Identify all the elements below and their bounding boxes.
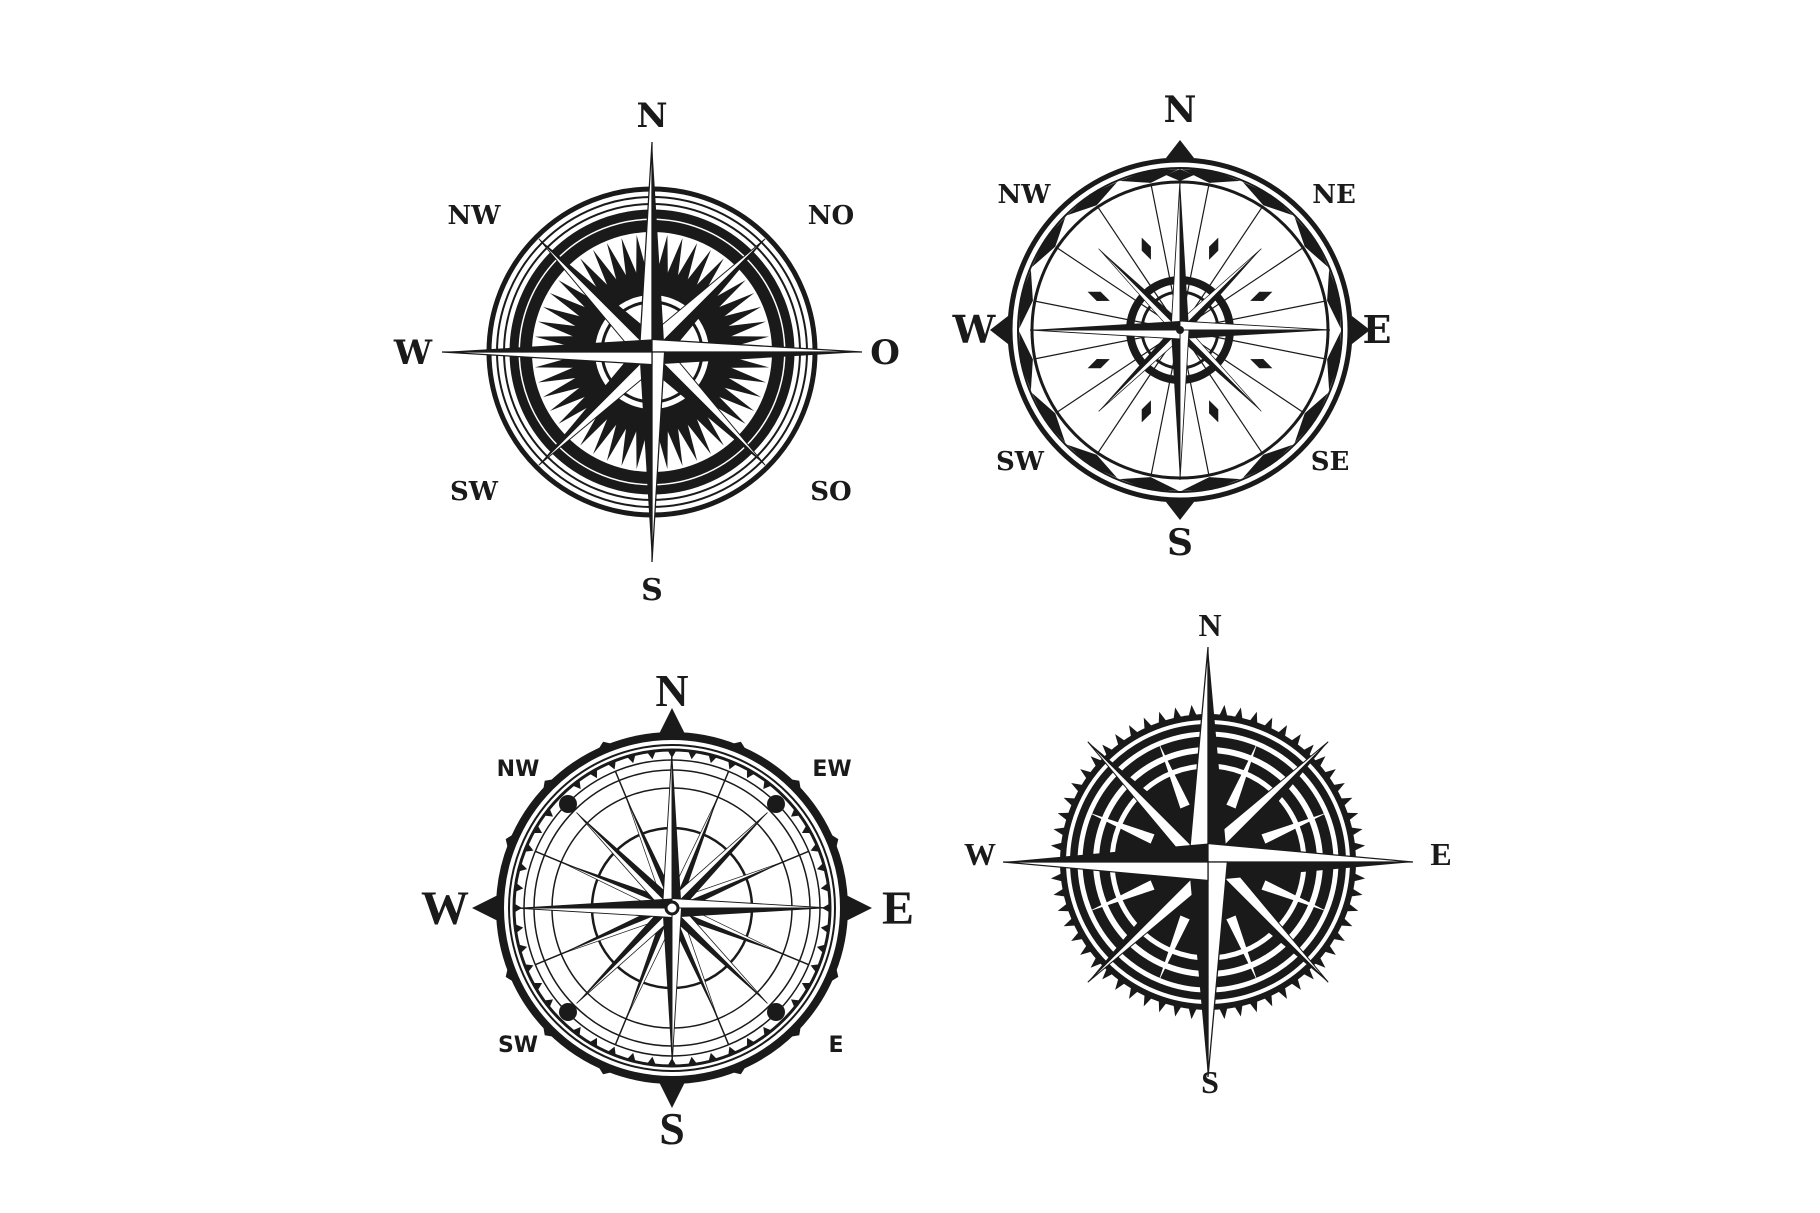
label-northwest: NW — [998, 180, 1052, 210]
compass-2-labels: N NW NE W E SW SE S — [952, 89, 1392, 564]
compass-star-icon — [1029, 179, 1331, 481]
label-north: N — [1164, 89, 1197, 131]
label-south: S — [659, 1103, 685, 1154]
label-southeast: SE — [1311, 447, 1350, 477]
label-northwest: NW — [497, 757, 540, 782]
compass-star-icon — [1002, 646, 1414, 1078]
label-northeast: NO — [808, 201, 854, 231]
label-west: W — [964, 836, 996, 872]
label-west: W — [393, 333, 433, 373]
label-southwest: SW — [996, 447, 1045, 477]
compass-star-icon — [441, 141, 863, 563]
label-southwest: SW — [450, 477, 499, 507]
label-west: W — [952, 307, 997, 352]
label-east: E — [1363, 307, 1392, 352]
compass-3-labels: N NW EW W E SW E S — [421, 665, 914, 1154]
label-southwest: SW — [498, 1033, 538, 1058]
label-southeast: SO — [810, 477, 851, 507]
label-southeast: E — [828, 1033, 843, 1058]
label-northeast: EW — [812, 757, 851, 782]
label-east: E — [882, 882, 914, 935]
label-east: E — [1430, 836, 1451, 872]
compass-rose-2 — [990, 140, 1370, 520]
label-south: S — [641, 573, 663, 608]
compass-rose-1 — [441, 141, 863, 563]
compass-star-icon — [513, 749, 831, 1067]
compass-4-labels: N W E S — [964, 607, 1452, 1100]
label-northeast: NE — [1312, 180, 1356, 210]
label-north: N — [636, 96, 667, 136]
label-west: W — [421, 882, 469, 935]
label-north: N — [655, 665, 688, 716]
label-south: S — [1201, 1064, 1219, 1100]
label-south: S — [1167, 522, 1193, 564]
compass-rose-3 — [472, 708, 872, 1108]
label-east: O — [870, 333, 900, 373]
label-north: N — [1198, 607, 1221, 643]
label-northwest: NW — [448, 201, 502, 231]
compass-1-labels: N NW NO W O SW SO S — [393, 96, 900, 608]
compass-rose-4 — [1002, 646, 1414, 1078]
